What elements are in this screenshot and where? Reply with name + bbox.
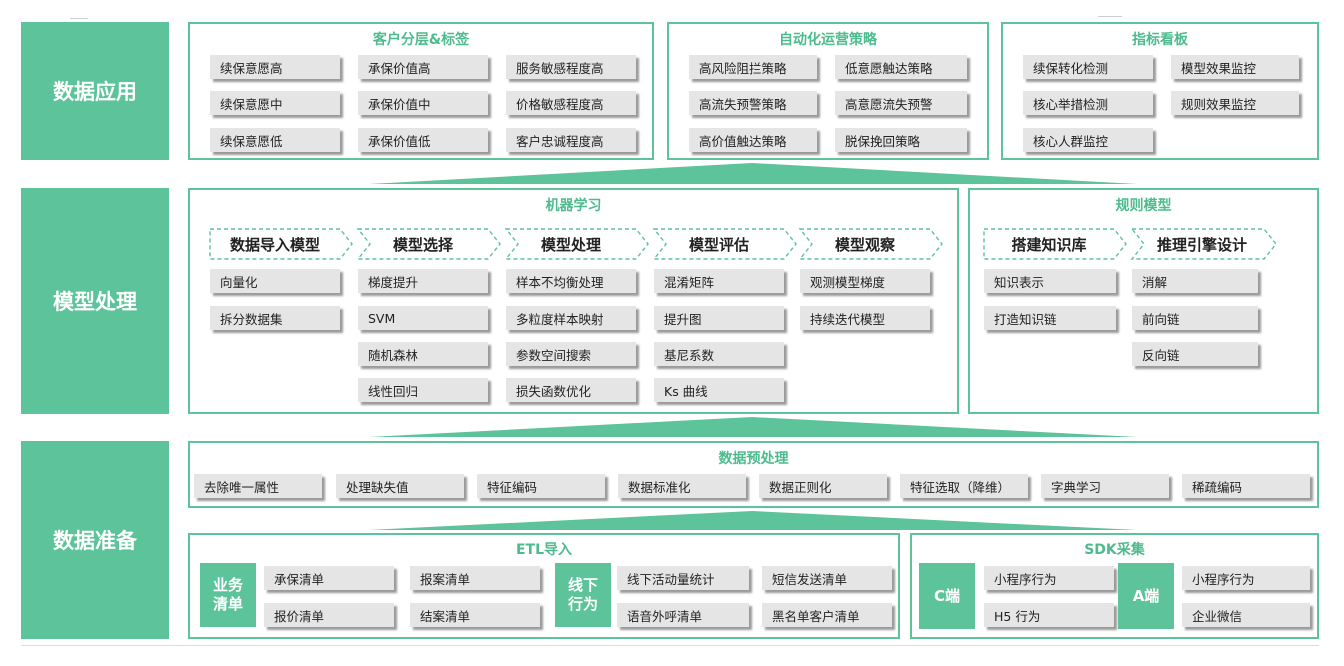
connector-wedge (369, 511, 1137, 530)
tag-item: 续保意愿高 (210, 55, 340, 79)
strategy-item: 脱保挽回策略 (835, 128, 967, 152)
strategy-item: 高风险阻拦策略 (689, 55, 817, 79)
ml-item: 拆分数据集 (210, 306, 340, 330)
panel-title-preprocessing: 数据预处理 (718, 451, 789, 467)
preprocess-item: 稀疏编码 (1182, 474, 1310, 498)
kpi-item: 核心人群监控 (1023, 128, 1153, 152)
rule-item: 消解 (1132, 269, 1258, 293)
tag-item: 服务敏感程度高 (506, 55, 636, 79)
preprocess-item: 去除唯一属性 (194, 474, 322, 498)
preprocess-item: 处理缺失值 (336, 474, 464, 498)
sdk-a-label: A端 (1118, 563, 1174, 629)
top-rule-left (70, 18, 88, 19)
step-model-selection: 模型选择 (392, 235, 453, 254)
etl-offline-item: 短信发送清单 (762, 566, 892, 590)
ml-item: 向量化 (210, 269, 340, 293)
tag-item: 续保意愿中 (210, 91, 340, 115)
etl-offline-label: 线下行为 (555, 563, 611, 627)
sdk-c-item: H5 行为 (984, 603, 1114, 627)
ml-item: 观测模型梯度 (800, 269, 930, 293)
sdk-c-label: C端 (919, 563, 975, 629)
tag-item: 承保价值高 (358, 55, 488, 79)
ml-item: 提升图 (654, 306, 784, 330)
etl-biz-item: 承保清单 (264, 566, 394, 590)
ml-item: 基尼系数 (654, 342, 784, 366)
panel-title-auto-ops: 自动化运营策略 (779, 32, 877, 48)
row-label-model-processing: 模型处理 (21, 188, 169, 414)
strategy-item: 高价值触达策略 (689, 128, 817, 152)
tag-item: 承保价值中 (358, 91, 488, 115)
preprocess-item: 数据正则化 (759, 474, 887, 498)
rule-item: 反向链 (1132, 342, 1258, 366)
ml-item: 参数空间搜索 (506, 342, 636, 366)
kpi-item: 续保转化检测 (1023, 55, 1153, 79)
sdk-a-item: 小程序行为 (1182, 566, 1310, 590)
tag-item: 价格敏感程度高 (506, 91, 636, 115)
panel-title-customer-segments: 客户分层&标签 (372, 32, 470, 48)
etl-offline-item: 线下活动量统计 (617, 566, 749, 590)
bottom-rule (21, 645, 1319, 646)
strategy-item: 低意愿触达策略 (835, 55, 967, 79)
connector-wedge (369, 417, 1137, 437)
tag-item: 客户忠诚程度高 (506, 128, 636, 152)
ml-item: 线性回归 (358, 378, 488, 402)
sdk-c-item: 小程序行为 (984, 566, 1114, 590)
preprocess-item: 数据标准化 (618, 474, 746, 498)
strategy-item: 高意愿流失预警 (835, 91, 967, 115)
tag-item: 承保价值低 (358, 128, 488, 152)
top-rule-right (1098, 16, 1122, 17)
etl-biz-item: 报价清单 (264, 603, 394, 627)
step-build-knowledge-base: 搭建知识库 (1011, 235, 1087, 254)
step-model-evaluation: 模型评估 (688, 235, 749, 254)
preprocess-item: 字典学习 (1041, 474, 1169, 498)
ml-item: 持续迭代模型 (800, 306, 930, 330)
panel-title-sdk: SDK采集 (1084, 542, 1145, 558)
row-label-data-preparation: 数据准备 (21, 441, 169, 639)
etl-offline-item: 语音外呼清单 (617, 603, 749, 627)
ml-item: 损失函数优化 (506, 378, 636, 402)
ml-item: 随机森林 (358, 342, 488, 366)
strategy-item: 高流失预警策略 (689, 91, 817, 115)
etl-biz-label: 业务清单 (200, 563, 256, 627)
etl-biz-item: 结案清单 (410, 603, 540, 627)
row-label-data-application: 数据应用 (21, 22, 169, 160)
ml-item: 样本不均衡处理 (506, 269, 636, 293)
step-data-import: 数据导入模型 (229, 235, 320, 254)
rule-item: 前向链 (1132, 306, 1258, 330)
ml-item: 混淆矩阵 (654, 269, 784, 293)
panel-machine-learning (188, 188, 959, 414)
preprocess-item: 特征选取（降维） (900, 474, 1028, 498)
sdk-a-item: 企业微信 (1182, 603, 1310, 627)
kpi-item: 规则效果监控 (1171, 91, 1299, 115)
step-inference-engine: 推理引擎设计 (1156, 235, 1247, 254)
step-model-observation: 模型观察 (834, 235, 895, 254)
panel-title-kpi-board: 指标看板 (1132, 32, 1188, 48)
panel-title-rule-model: 规则模型 (1115, 198, 1172, 214)
rule-item: 知识表示 (984, 269, 1116, 293)
kpi-item: 模型效果监控 (1171, 55, 1299, 79)
ml-item: 梯度提升 (358, 269, 488, 293)
etl-biz-item: 报案清单 (410, 566, 540, 590)
ml-item: Ks 曲线 (654, 378, 784, 402)
rule-item: 打造知识链 (984, 306, 1116, 330)
step-model-processing: 模型处理 (540, 235, 601, 254)
panel-title-machine-learning: 机器学习 (545, 198, 602, 214)
panel-rule-model (968, 188, 1319, 414)
panel-title-etl: ETL导入 (515, 542, 573, 558)
ml-item: 多粒度样本映射 (506, 306, 636, 330)
kpi-item: 核心举措检测 (1023, 91, 1153, 115)
preprocess-item: 特征编码 (477, 474, 605, 498)
etl-offline-item: 黑名单客户清单 (762, 603, 892, 627)
connector-wedge (369, 163, 1137, 184)
tag-item: 续保意愿低 (210, 128, 340, 152)
ml-item: SVM (358, 306, 488, 330)
